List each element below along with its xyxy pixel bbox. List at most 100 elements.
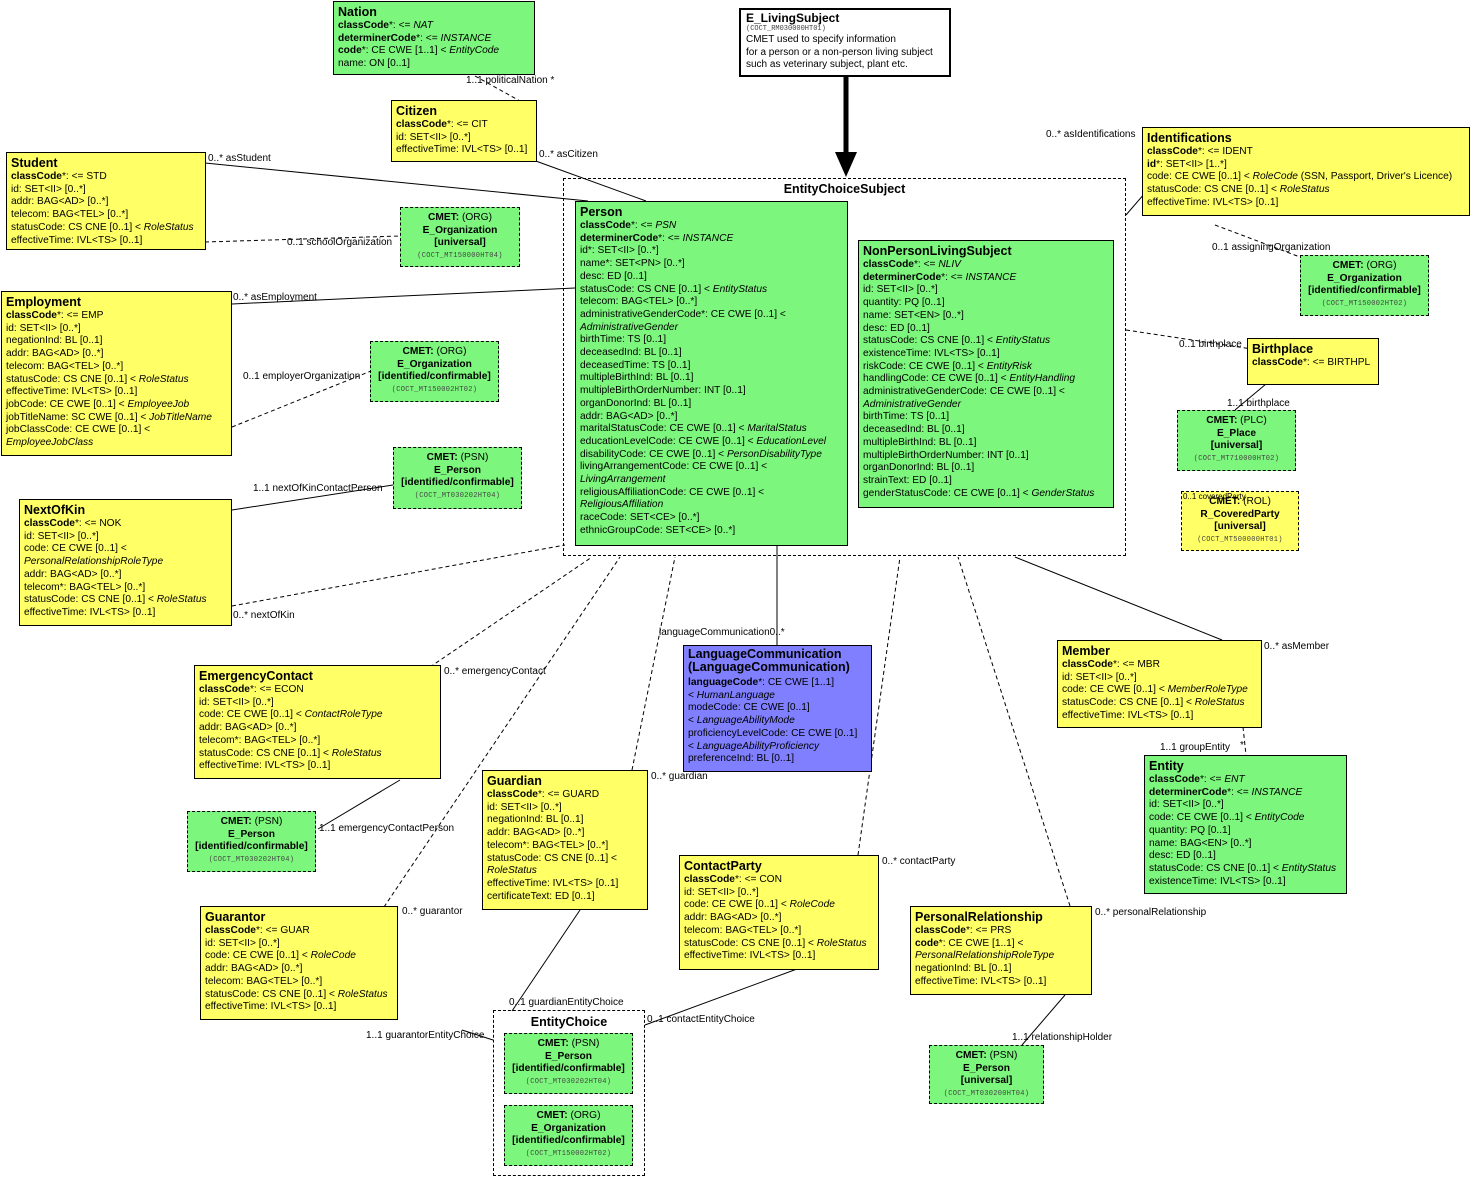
attribute-row: classCode*: <= MBR	[1062, 659, 1160, 670]
class-title: Citizen	[396, 104, 437, 118]
attribute-row: name: ON [0..1]	[338, 58, 410, 70]
cmet-flavor: [universal]	[1210, 440, 1263, 452]
attribute-row: telecom*: BAG<TEL> [0..*]	[24, 581, 146, 593]
line-contact-choice	[644, 968, 798, 1026]
class-title: Entity	[1149, 759, 1184, 773]
title-box: E_LivingSubject (COCT_RM030000HT01) CMET…	[739, 8, 951, 77]
cmet-org-school[interactable]: CMET: (ORG)E_Organization[universal](COC…	[400, 207, 520, 267]
cmet-org-assigning[interactable]: CMET: (ORG)E_Organization[identified/con…	[1300, 255, 1429, 316]
line-employer	[231, 370, 372, 428]
attribute-row: < LanguageAbilityProficiency	[688, 740, 820, 752]
attribute-row: classCode*: <= IDENT	[1147, 146, 1253, 157]
attribute-row: effectiveTime: IVL<TS> [0..1]	[1062, 709, 1194, 721]
attribute-row: preferenceInd: BL [0..1]	[688, 753, 795, 765]
attribute-row: classCode*: <= EMP	[6, 310, 104, 321]
attribute-row: raceCode: SET<CE> [0..*]	[580, 512, 700, 524]
attribute-row: handlingCode: CE CWE [0..1] < EntityHand…	[863, 373, 1076, 385]
cmet-flavor: [universal]	[960, 1075, 1013, 1087]
attribute-row: classCode*: <= STD	[11, 171, 107, 182]
class-title: Guarantor	[205, 910, 266, 924]
attribute-row: id: SET<II> [0..*]	[11, 183, 86, 195]
cmet-name: E_Organization	[422, 224, 498, 236]
attribute-row: name*: SET<PN> [0..*]	[580, 258, 685, 270]
class-title: Member	[1062, 644, 1110, 658]
attribute-row: statusCode: CS CNE [0..1] < RoleStatus	[205, 988, 388, 1000]
title-box-code: (COCT_RM030000HT01)	[746, 25, 826, 33]
cmet-psn-emergency[interactable]: CMET: (PSN)E_Person[identified/confirmab…	[187, 811, 316, 872]
attribute-row: code: CE CWE [0..1] < RoleCode	[205, 950, 356, 962]
attribute-row: effectiveTime: IVL<TS> [0..1]	[205, 1001, 337, 1013]
cmet-code: (COCT_MT030202HT04)	[208, 855, 295, 864]
attribute-row: addr: BAG<AD> [0..*]	[205, 963, 303, 975]
class-title: Nation	[338, 5, 377, 19]
attribute-row: statusCode: CS CNE [0..1] < RoleStatus	[1147, 184, 1330, 196]
class-language-communication[interactable]: LanguageCommunication(LanguageCommunicat…	[683, 645, 872, 772]
cmet-place[interactable]: CMET: (PLC)E_Place[universal](COCT_MT710…	[1177, 410, 1296, 471]
line-guardian	[631, 556, 676, 771]
label-assigning-org: 0..1 assigningOrganization	[1212, 242, 1331, 253]
cmet-kind: CMET: (PSN)	[537, 1038, 600, 1049]
attribute-row: languageCode*: CE CWE [1..1]	[688, 677, 835, 688]
attribute-row: proficiencyLevelCode: CE CWE [0..1]	[688, 727, 858, 739]
line-relholder	[1021, 994, 1066, 1046]
attribute-row: code: CE CWE [0..1] < MemberRoleType	[1062, 684, 1248, 696]
attribute-row: statusCode: CS CNE [0..1] <	[487, 852, 617, 864]
attribute-row: id: SET<II> [0..*]	[684, 886, 759, 898]
attribute-row: effectiveTime: IVL<TS> [0..1]	[684, 950, 816, 962]
attribute-row: effectiveTime: IVL<TS> [0..1]	[199, 760, 331, 772]
attribute-row: quantity: PQ [0..1]	[1149, 824, 1231, 836]
attribute-row: riskCode: CE CWE [0..1] < EntityRisk	[863, 360, 1032, 372]
arrow-head	[835, 152, 857, 177]
attribute-row: ReligiousAffiliation	[580, 499, 664, 511]
attribute-row: addr: BAG<AD> [0..*]	[11, 196, 109, 208]
attribute-row: classCode*: <= PRS	[915, 925, 1012, 936]
attribute-row: determinerCode*: <= INSTANCE	[338, 32, 492, 44]
label-as-student: 0..* asStudent	[208, 153, 271, 164]
label-emergency-person: 1..1 emergencyContactPerson	[319, 823, 455, 834]
entity-choice-subject-region: EntityChoiceSubject	[563, 178, 1126, 556]
line-citizen	[532, 159, 647, 202]
cmet-tag: 0..1 coveredParty	[1183, 492, 1246, 501]
label-contact-party: 0..* contactParty	[882, 856, 956, 867]
attribute-row: multipleBirthInd: BL [0..1]	[580, 372, 694, 384]
entity-choice-region: EntityChoice	[493, 1010, 645, 1176]
attribute-row: determinerCode*: <= INSTANCE	[863, 271, 1017, 283]
attribute-row: certificateText: ED [0..1]	[487, 890, 595, 902]
attribute-row: AdministrativeGender	[580, 321, 678, 333]
attribute-row: desc: ED [0..1]	[863, 322, 930, 334]
cmet-org-employer[interactable]: CMET: (ORG)E_Organization[identified/con…	[370, 341, 499, 402]
attribute-row: ethnicGroupCode: SET<CE> [0..*]	[580, 524, 736, 536]
attribute-row: telecom: BAG<TEL> [0..*]	[205, 975, 323, 987]
label-as-member: 0..* asMember	[1264, 641, 1330, 652]
cmet-psn-choice[interactable]: CMET: (PSN)E_Person[identified/confirmab…	[504, 1033, 633, 1094]
cmet-psn-nok[interactable]: CMET: (PSN)E_Person[identified/confirmab…	[393, 447, 522, 509]
attribute-row: effectiveTime: IVL<TS> [0..1]	[396, 144, 528, 156]
cmet-org-choice[interactable]: CMET: (ORG)E_Organization[identified/con…	[504, 1105, 633, 1166]
attribute-row: statusCode: CS CNE [0..1] < RoleStatus	[24, 594, 207, 606]
attribute-row: EmployeeJobClass	[6, 437, 94, 449]
line-member	[1014, 556, 1223, 641]
class-title: LanguageCommunication	[688, 647, 842, 661]
line-group-entity	[1242, 726, 1247, 756]
cmet-psn-holder[interactable]: CMET: (PSN)E_Person[universal](COCT_MT03…	[929, 1045, 1044, 1104]
class-title: ContactParty	[684, 859, 762, 873]
cmet-name: E_Organization	[1327, 272, 1402, 284]
cmet-name: E_Organization	[531, 1122, 606, 1134]
